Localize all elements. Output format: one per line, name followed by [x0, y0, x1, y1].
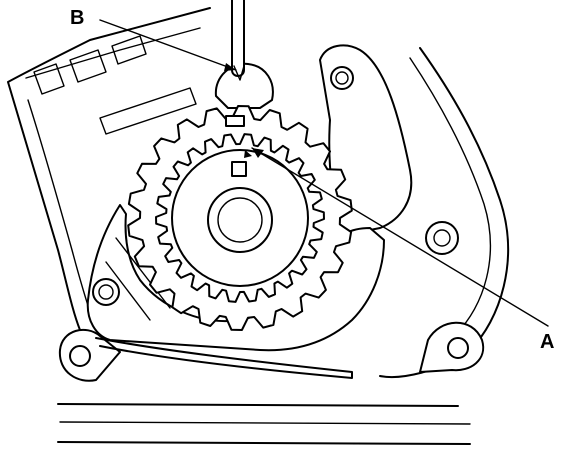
tdc-mark-arrow: [244, 150, 252, 158]
callout-b-leader: [99, 19, 237, 71]
mount-hole-left: [69, 345, 91, 367]
baseline-3: [57, 441, 471, 445]
tensioner-bolt-inner: [335, 71, 349, 85]
lower-flange: [95, 337, 353, 379]
cover-rib-4: [99, 87, 197, 135]
idler-boss-outer: [425, 221, 459, 255]
callout-b-label: B: [70, 7, 84, 29]
pointer-rod: [231, 0, 245, 77]
plate-bolt-inner: [98, 284, 114, 300]
crankshaft-bore-inner: [217, 197, 263, 243]
callout-a-arrowhead: [252, 148, 264, 158]
pointer-mark-boss: [214, 62, 274, 109]
callout-a-leader: [251, 147, 549, 327]
frame-right-inner: [409, 57, 491, 335]
mount-hole-right: [447, 337, 469, 359]
callout-a-label: A: [540, 331, 554, 353]
baseline-2: [59, 421, 471, 425]
idler-boss-inner: [433, 229, 451, 247]
tdc-mark-slot: [225, 115, 245, 127]
callout-b-arrowhead: [224, 63, 236, 71]
cover-top-edge: [25, 27, 201, 79]
cover-outline-left: [7, 7, 211, 331]
mount-ear-right: [419, 321, 485, 373]
cover-rib-1: [33, 63, 65, 95]
cover-rib-3: [111, 35, 147, 65]
cover-inner-edge: [27, 99, 93, 319]
tensioner-bolt-head: [330, 66, 354, 90]
baseline-1: [57, 403, 459, 407]
crankshaft-key: [231, 161, 247, 177]
plate-bolt-head: [92, 278, 120, 306]
lower-cover-rib: [105, 237, 171, 321]
cover-rib-2: [69, 49, 107, 83]
sprocket-hub-ring: [171, 149, 309, 287]
lower-cover-plate: [86, 204, 385, 352]
